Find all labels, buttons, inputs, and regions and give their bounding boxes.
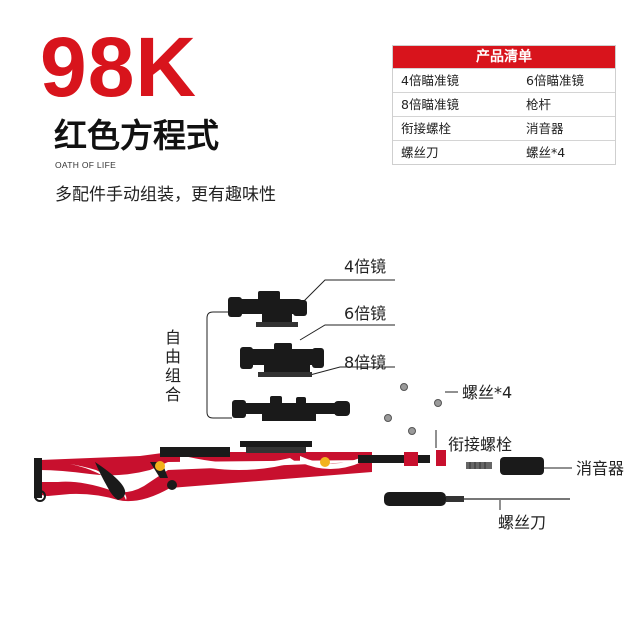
tagline: 多配件手动组装，更有趣味性 xyxy=(55,185,276,205)
table-row: 螺丝刀 螺丝*4 xyxy=(393,140,615,164)
label-screws: 螺丝*4 xyxy=(462,383,513,402)
label-scope-4x: 4倍镜 xyxy=(344,257,387,276)
label-scope-6x: 6倍镜 xyxy=(344,304,387,323)
table-row: 4倍瞄准镜 6倍瞄准镜 xyxy=(393,68,615,92)
table-cell: 螺丝刀 xyxy=(401,145,439,160)
label-screwdriver: 螺丝刀 xyxy=(498,513,547,532)
label-free-combination: 自由组合 xyxy=(165,328,182,404)
scope-4x-icon xyxy=(228,291,307,327)
product-subtitle: 红色方程式 xyxy=(54,116,219,155)
table-cell: 消音器 xyxy=(526,121,564,136)
table-row: 8倍瞄准镜 枪杆 xyxy=(393,92,615,116)
product-list-header: 产品清单 xyxy=(393,46,615,68)
scope-8x-icon xyxy=(232,396,350,421)
table-cell: 8倍瞄准镜 xyxy=(401,97,459,112)
table-cell: 螺丝*4 xyxy=(526,145,566,160)
label-scope-8x: 8倍镜 xyxy=(344,353,387,372)
leader-lines xyxy=(206,279,572,510)
table-cell: 6倍瞄准镜 xyxy=(526,73,584,88)
oath-caption: OATH OF LIFE xyxy=(55,160,117,170)
table-row: 衔接螺栓 消音器 xyxy=(393,116,615,140)
screws-icon xyxy=(384,383,442,435)
label-connecting-bolt: 衔接螺栓 xyxy=(448,435,513,454)
screwdriver-icon xyxy=(384,492,570,506)
table-cell: 衔接螺栓 xyxy=(401,121,452,136)
scope-6x-icon xyxy=(240,343,324,377)
label-silencer: 消音器 xyxy=(576,459,625,478)
silencer-icon xyxy=(500,457,544,475)
connecting-bolt-icon xyxy=(466,462,492,469)
rifle-body-icon xyxy=(34,441,446,502)
product-list-table: 产品清单 4倍瞄准镜 6倍瞄准镜 8倍瞄准镜 枪杆 衔接螺栓 消音器 螺丝刀 螺… xyxy=(392,45,616,165)
page-title: 98K xyxy=(40,20,198,114)
table-cell: 枪杆 xyxy=(526,97,552,112)
table-cell: 4倍瞄准镜 xyxy=(401,73,459,88)
